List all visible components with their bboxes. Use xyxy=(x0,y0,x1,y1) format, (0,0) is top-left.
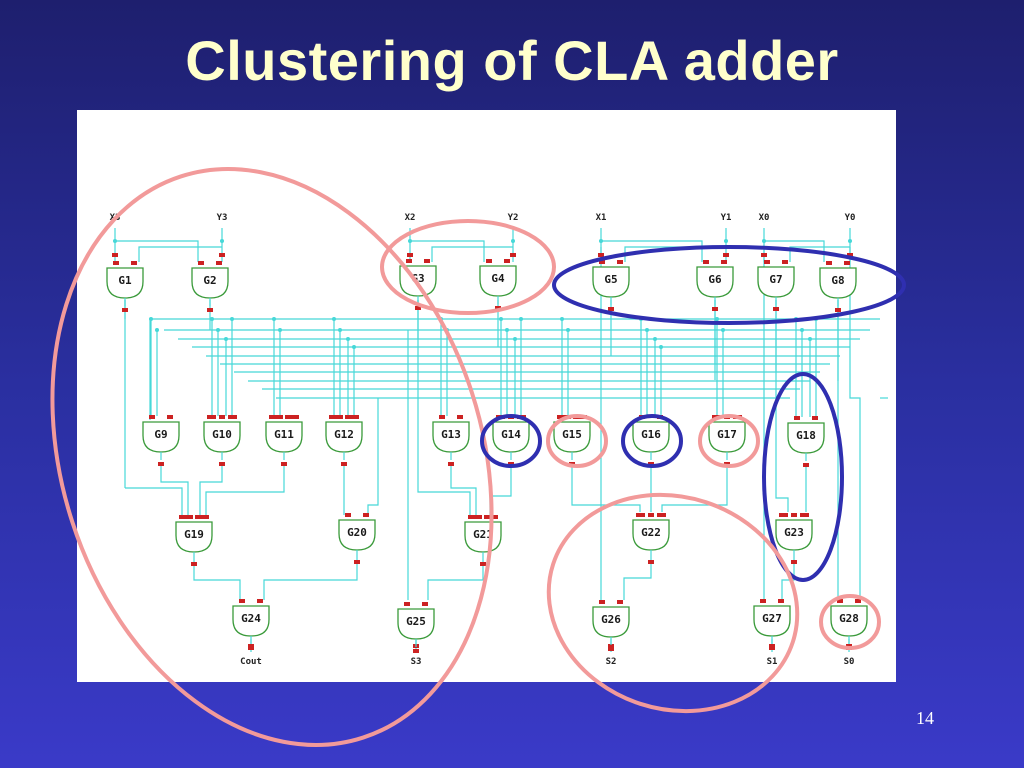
slide-title: Clustering of CLA adder xyxy=(185,29,839,92)
page-number: 14 xyxy=(916,708,934,728)
circuit-panel xyxy=(77,110,896,682)
